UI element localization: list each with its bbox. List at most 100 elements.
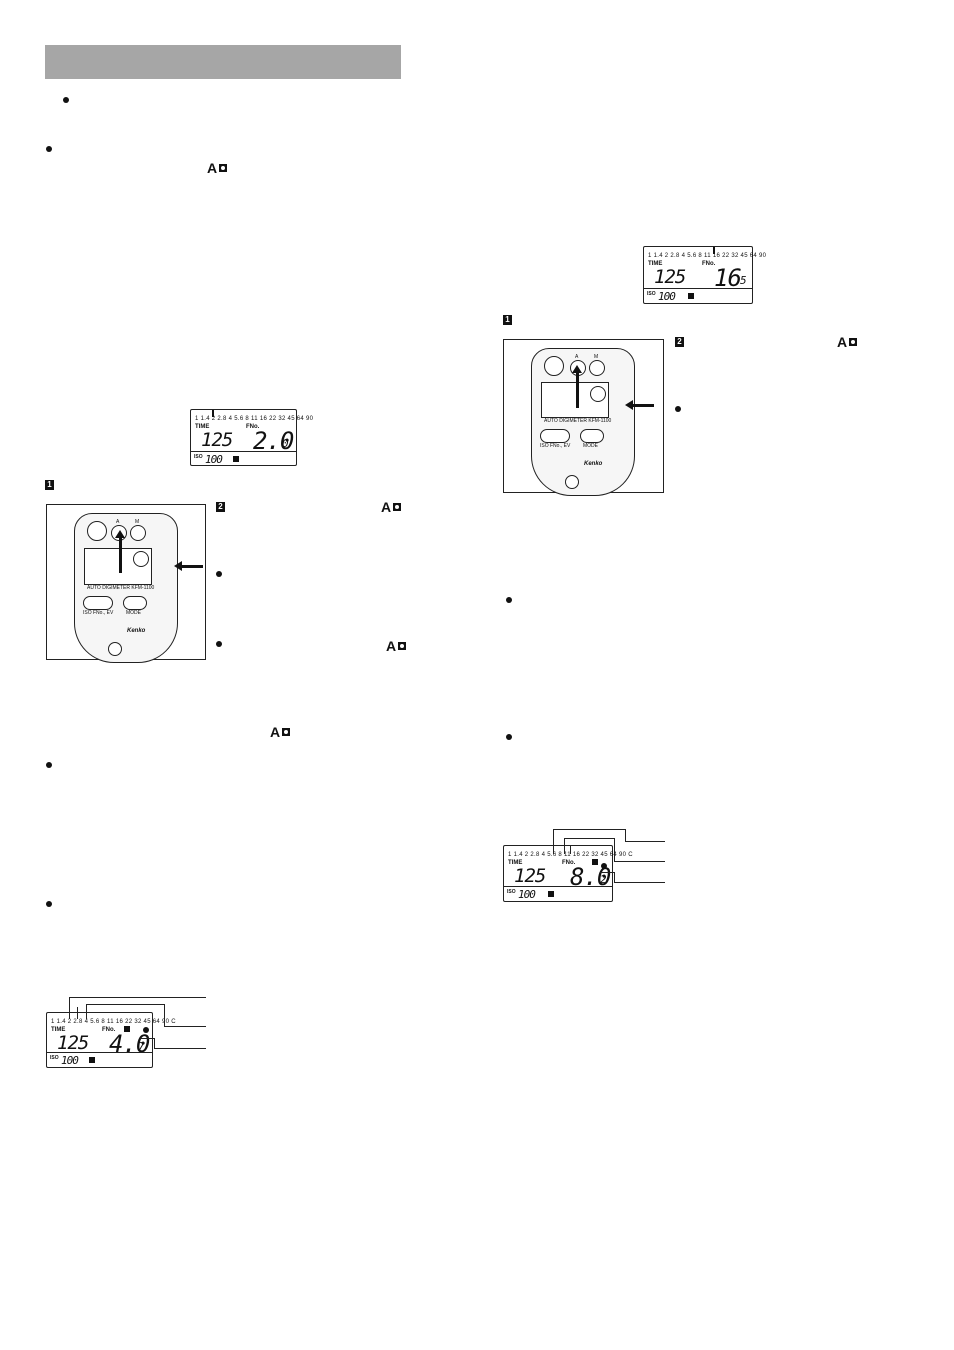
amode-symbol: A: [270, 725, 291, 739]
iso-label: ISO: [194, 454, 203, 460]
lcd-display-2: 1 1.4 2 2.8 4 5.6 8 11 16 22 32 45 64 90…: [643, 246, 766, 304]
bullet-8: [506, 597, 512, 603]
amode-symbol: A: [386, 639, 407, 653]
leader-line: [614, 861, 665, 862]
flash-icon: [282, 728, 291, 736]
aperture-value: 2.0: [253, 427, 294, 455]
bullet-9: [506, 734, 512, 740]
mode-button: [123, 596, 147, 610]
iso-fno-label: ISO FNo., EV: [540, 443, 571, 449]
bullet-3: [216, 571, 222, 577]
flash-indicator-icon: [143, 1027, 149, 1033]
iso-label: ISO: [647, 291, 656, 297]
lcd-display-4: 1 1.4 2 2.8 4 5.6 8 11 16 22 32 45 64 90…: [503, 845, 633, 902]
manual-mode-button: [130, 525, 146, 541]
iso-value: 100: [518, 888, 536, 901]
leader-line: [77, 1007, 78, 1019]
leader-line: [625, 841, 665, 842]
mode-icon: [233, 456, 239, 462]
iso-value: 100: [658, 290, 676, 303]
fno-label: FNo.: [102, 1027, 116, 1033]
iso-value: 100: [61, 1054, 79, 1067]
step-1-badge: 1: [45, 480, 54, 490]
mode-icon: [89, 1057, 95, 1063]
leader-line: [164, 1026, 206, 1027]
bullet-4: [216, 641, 222, 647]
leader-line: [564, 838, 614, 839]
leader-line: [86, 1004, 164, 1005]
manual-mode-button: [589, 360, 605, 376]
iso-value: 100: [205, 453, 223, 466]
aperture-scale: 1 1.4 2 2.8 4 5.6 8 11 16 22 32 45 64 90…: [51, 1019, 176, 1025]
meter-illustration-2: A M AUTO DIGIMETER KFM-1100 ISO FNo., EV…: [503, 339, 664, 496]
power-button: [544, 356, 564, 376]
aperture-tenth: 7: [138, 1040, 145, 1053]
fno-label: FNo.: [246, 424, 260, 430]
leader-line: [625, 829, 626, 841]
brand-logo: Kenko: [127, 628, 146, 634]
shutter-value: 125: [201, 429, 233, 451]
flash-icon: [849, 338, 858, 346]
manual-button-label: M: [135, 519, 140, 525]
flash-icon: [219, 164, 228, 172]
leader-line: [553, 829, 625, 830]
amode-symbol: A: [837, 335, 858, 349]
leader-line: [553, 829, 554, 854]
section-header-bar: [45, 45, 401, 79]
aperture-tenth: 0: [282, 437, 289, 450]
brand-logo: Kenko: [584, 461, 603, 467]
iso-fno-label: ISO FNo., EV: [83, 610, 114, 616]
fno-label: FNo.: [702, 261, 716, 267]
step-2-badge-left: 2: [216, 502, 225, 512]
bullet-7: [675, 406, 681, 412]
time-label: TIME: [648, 261, 663, 267]
memory-icon: [124, 1026, 130, 1032]
aperture-scale: 1 1.4 2 2.8 4 5.6 8 11 16 22 32 45 64 90: [648, 253, 767, 259]
amode-symbol: A: [207, 161, 228, 175]
meter-model: AUTO DIGIMETER KFM-1100: [544, 418, 612, 424]
leader-line: [69, 997, 70, 1019]
aperture-scale: 1 1.4 2 2.8 4 5.6 8 11 16 22 32 45 64 90: [195, 416, 314, 422]
flash-indicator-icon: [601, 863, 607, 869]
leader-line: [154, 1048, 206, 1049]
mode-button: [580, 429, 604, 443]
iso-label: ISO: [507, 889, 516, 895]
leader-line: [140, 1038, 154, 1039]
auto-button-label: A: [116, 519, 120, 525]
tripod-screw: [565, 475, 579, 489]
leader-line: [600, 872, 614, 873]
time-label: TIME: [195, 424, 210, 430]
time-label: TIME: [51, 1027, 66, 1033]
mode-button-label: MODE: [126, 610, 141, 616]
tripod-screw: [108, 642, 122, 656]
bullet-1: [63, 97, 69, 103]
amode-symbol: A: [381, 500, 402, 514]
leader-line: [570, 845, 571, 854]
lcd-display-1: 1 1.4 2 2.8 4 5.6 8 11 16 22 32 45 64 90…: [190, 409, 313, 466]
aperture-value: 16: [714, 264, 742, 292]
iso-fno-button: [83, 596, 113, 610]
lcd-display-3: 1 1.4 2 2.8 4 5.6 8 11 16 22 32 45 64 90…: [46, 1012, 176, 1068]
leader-line: [614, 882, 665, 883]
manual-button-label: M: [594, 354, 599, 360]
leader-line: [86, 1004, 87, 1019]
flash-icon: [393, 503, 402, 511]
step-1-badge-right: 1: [503, 315, 512, 325]
leader-line: [69, 997, 206, 998]
meter-illustration-1: A M AUTO DIGIMETER KFM-1100 ISO FNo., EV…: [46, 504, 206, 663]
aperture-value: 4.0: [109, 1030, 150, 1058]
power-button: [87, 521, 107, 541]
leader-line: [614, 838, 615, 861]
shutter-value: 125: [654, 266, 686, 288]
leader-line: [614, 872, 615, 882]
bullet-5: [46, 762, 52, 768]
time-label: TIME: [508, 860, 523, 866]
mode-icon: [688, 293, 694, 299]
bullet-2: [46, 146, 52, 152]
measure-button: [590, 386, 606, 402]
iso-label: ISO: [50, 1055, 59, 1061]
mode-button-label: MODE: [583, 443, 598, 449]
aperture-tenth: 5: [740, 274, 747, 287]
iso-fno-button: [540, 429, 570, 443]
aperture-tenth: 2: [600, 873, 607, 886]
